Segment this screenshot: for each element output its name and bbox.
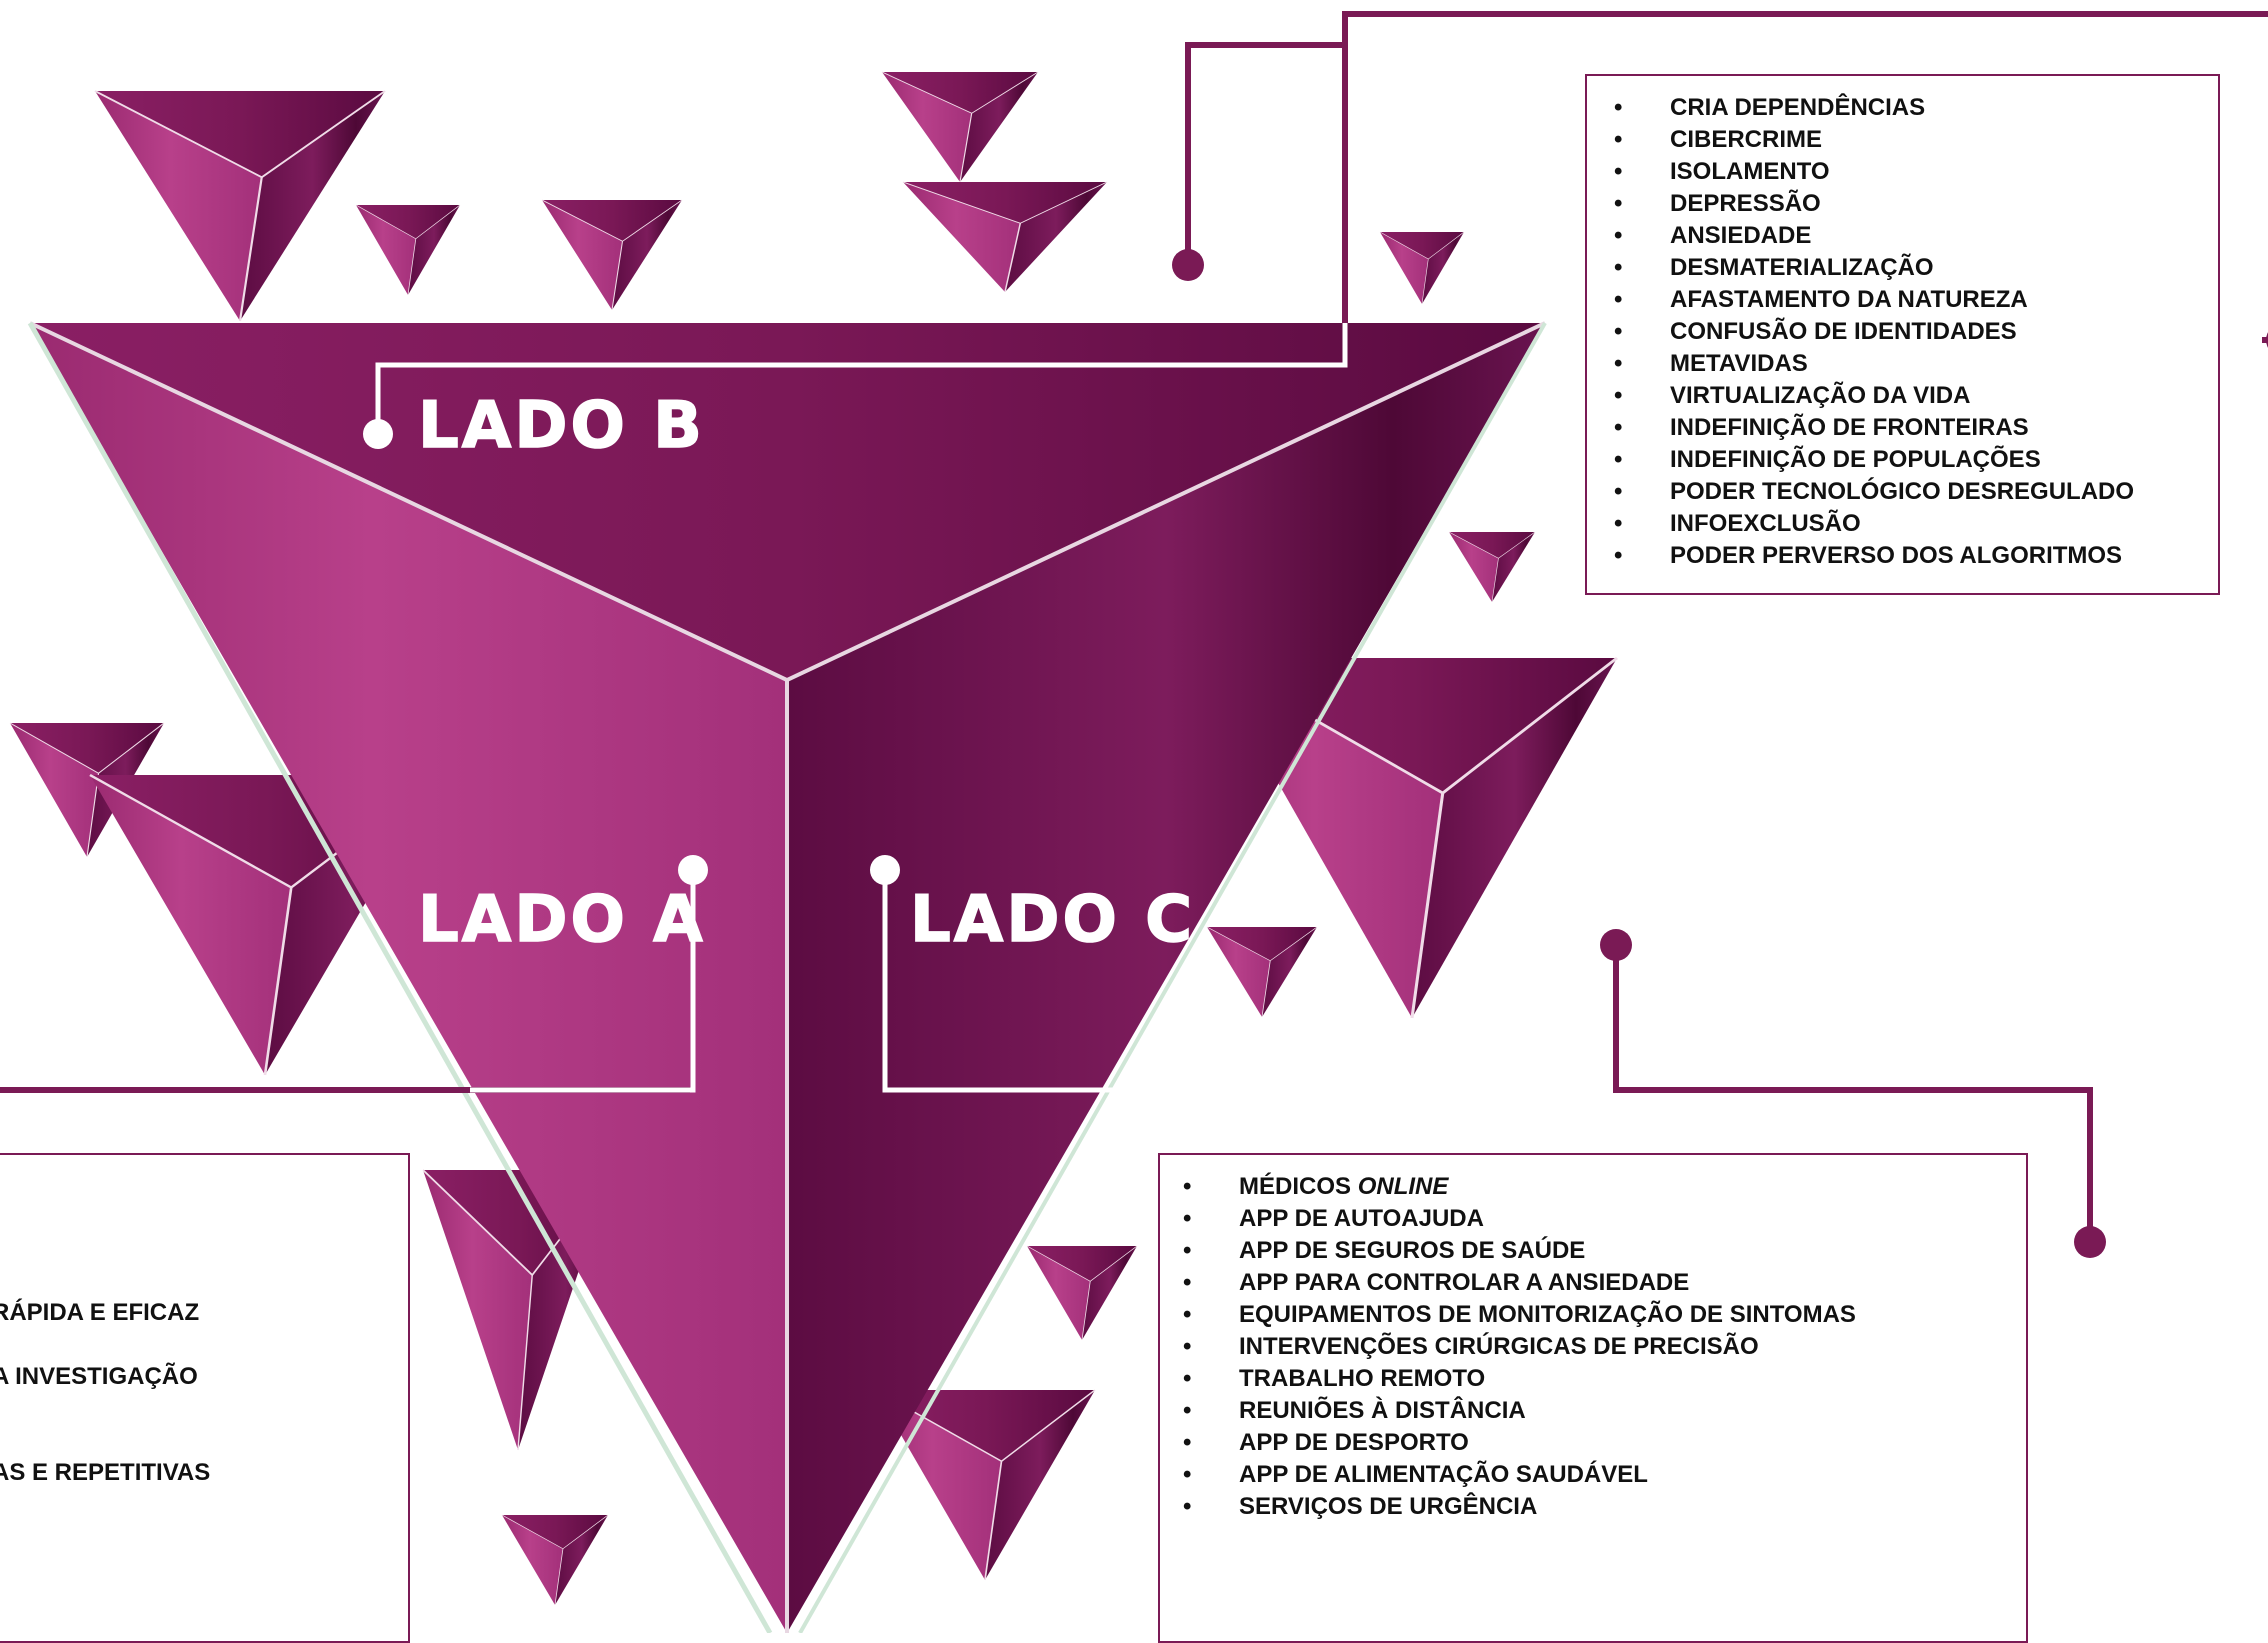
white-connector-b [375,323,1348,432]
triangle-deco [355,204,461,296]
label-lado-c: LADO C [909,883,1196,957]
triangle-deco [881,71,1039,183]
list-item: RÁPIDA E EFICAZ [0,1299,200,1326]
label-lado-b: LADO B [417,389,705,463]
list-item: APP DE SEGUROS DE SAÚDE [1183,1235,2026,1267]
label-lado-a: LADO A [417,883,706,957]
pyramid-face-top [30,323,1545,680]
lado-a-list-box: RÁPIDA E EFICAZ A INVESTIGAÇÃO AS E REPE… [0,1153,410,1643]
list-item: AFASTAMENTO DA NATUREZA [1614,284,2218,316]
main-pyramid [27,321,1547,1633]
white-dot [363,419,393,449]
triangle-deco [93,89,387,323]
list-item: INDEFINIÇÃO DE POPULAÇÕES [1614,444,2218,476]
triangle-deco [1026,1245,1138,1341]
triangle-deco [501,1514,609,1606]
lado-b-list: CRIA DEPENDÊNCIASCIBERCRIMEISOLAMENTODEP… [1587,76,2218,572]
list-item: CRIA DEPENDÊNCIAS [1614,92,2218,124]
list-item: APP DE DESPORTO [1183,1427,2026,1459]
connector-lado-c [1613,945,2093,1240]
white-dot [678,855,708,885]
list-item: MÉDICOS ONLINE [1183,1171,2026,1203]
list-item: APP DE AUTOAJUDA [1183,1203,2026,1235]
list-item: VIRTUALIZAÇÃO DA VIDA [1614,380,2218,412]
list-item: DEPRESSÃO [1614,188,2218,220]
list-item: ISOLAMENTO [1614,156,2218,188]
list-item: APP PARA CONTROLAR A ANSIEDADE [1183,1267,2026,1299]
lado-a-list: RÁPIDA E EFICAZ A INVESTIGAÇÃO AS E REPE… [0,1155,408,1489]
connector-lado-b-frame [1342,11,2268,323]
connector-dot [1600,929,1632,961]
triangle-deco [1206,926,1318,1018]
white-connector-a [470,872,696,1093]
list-item: DESMATERIALIZAÇÃO [1614,252,2218,284]
lado-b-list-box: CRIA DEPENDÊNCIASCIBERCRIMEISOLAMENTODEP… [1585,74,2220,595]
triangle-deco [902,181,1108,293]
list-item: INFOEXCLUSÃO [1614,508,2218,540]
list-item: INTERVENÇÕES CIRÚRGICAS DE PRECISÃO [1183,1331,2026,1363]
lado-c-list: MÉDICOS ONLINE APP DE AUTOAJUDAAPP DE SE… [1160,1155,2026,1523]
pyramid-face-right [787,323,1545,1633]
list-item: EQUIPAMENTOS DE MONITORIZAÇÃO DE SINTOMA… [1183,1299,2026,1331]
pyramid-face-left [30,323,787,1633]
list-item: METAVIDAS [1614,348,2218,380]
white-dot [870,855,900,885]
connector-dot [2074,1226,2106,1258]
triangle-deco [1448,531,1536,603]
list-item: AS E REPETITIVAS [0,1459,211,1486]
list-item: ANSIEDADE [1614,220,2218,252]
list-item: REUNIÕES À DISTÂNCIA [1183,1395,2026,1427]
white-connector-c [882,872,1150,1093]
lado-c-list-box: MÉDICOS ONLINE APP DE AUTOAJUDAAPP DE SE… [1158,1153,2028,1643]
triangle-deco [541,199,683,311]
list-item: A INVESTIGAÇÃO [0,1363,198,1390]
list-item: PODER PERVERSO DOS ALGORITMOS [1614,540,2218,572]
white-connectors [375,323,1348,1093]
list-item: TRABALHO REMOTO [1183,1363,2026,1395]
list-item: CIBERCRIME [1614,124,2218,156]
triangle-deco [1379,231,1465,305]
list-item: PODER TECNOLÓGICO DESREGULADO [1614,476,2218,508]
connector-lado-b-left [1185,42,1345,265]
list-item: APP DE ALIMENTAÇÃO SAUDÁVEL [1183,1459,2026,1491]
list-item: INDEFINIÇÃO DE FRONTEIRAS [1614,412,2218,444]
connector-dot [1172,249,1204,281]
list-item: SERVIÇOS DE URGÊNCIA [1183,1491,2026,1523]
connector-dots [1172,249,2268,1258]
list-item: CONFUSÃO DE IDENTIDADES [1614,316,2218,348]
